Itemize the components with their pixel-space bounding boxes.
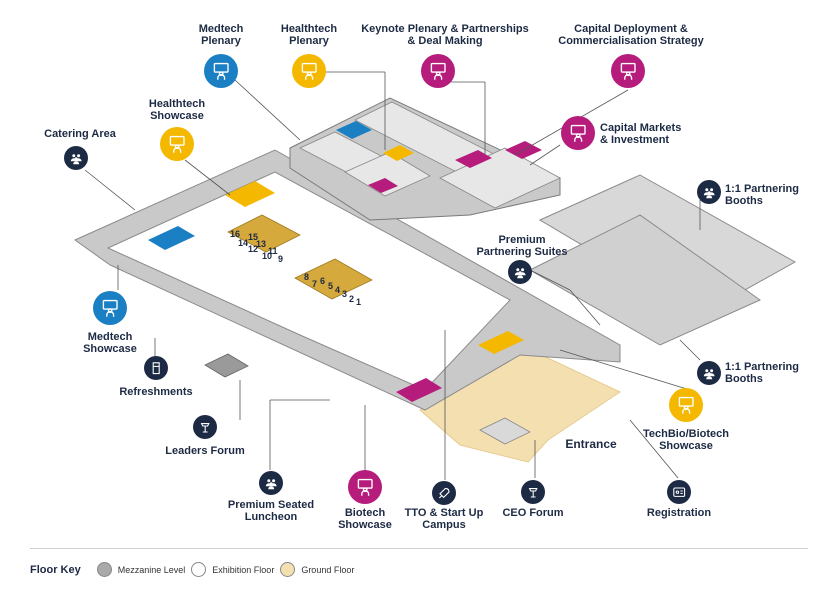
ceo-forum-label: CEO Forum bbox=[502, 507, 564, 519]
partnering-booths-bottom-icon bbox=[697, 361, 721, 385]
exhibition-swatch bbox=[191, 562, 207, 577]
floor-key-item-label: Exhibition Floor bbox=[212, 564, 275, 575]
registration-label: Registration bbox=[646, 507, 712, 519]
medtech-plenary-label: Medtech Plenary bbox=[198, 23, 244, 47]
mezzanine-swatch bbox=[96, 562, 112, 577]
partnering-booths-area-lower bbox=[528, 214, 762, 346]
booth-number: 10 bbox=[262, 251, 273, 261]
keynote-stage bbox=[455, 150, 492, 168]
capital-deployment-icon bbox=[611, 54, 645, 88]
booth-number: 11 bbox=[268, 246, 278, 256]
booth-number: 3 bbox=[342, 289, 348, 299]
booth-block-upper bbox=[227, 214, 301, 253]
booth-number: 14 bbox=[238, 238, 249, 248]
biotech-showcase-label: Biotech Showcase bbox=[338, 507, 392, 531]
booth-number: 2 bbox=[349, 294, 355, 304]
floor-key-title: Floor Key bbox=[30, 563, 81, 576]
catering-area-icon bbox=[64, 146, 88, 170]
ceo-forum-room bbox=[479, 417, 531, 445]
partnering-booths-bottom-label: 1:1 Partnering Booths bbox=[725, 361, 799, 385]
tto-campus-icon bbox=[432, 481, 456, 505]
booth-number: 6 bbox=[320, 276, 326, 286]
healthtech-plenary-label: Healthtech Plenary bbox=[280, 23, 338, 47]
refreshments-icon bbox=[144, 356, 168, 380]
booth-number: 13 bbox=[256, 239, 267, 249]
booth-number: 7 bbox=[312, 279, 318, 289]
booth-number: 15 bbox=[248, 232, 259, 242]
booth-number: 5 bbox=[328, 281, 334, 291]
booth-block-lower bbox=[294, 258, 373, 300]
refreshments-label: Refreshments bbox=[119, 386, 193, 398]
healthtech-showcase-stage bbox=[225, 181, 275, 207]
floor-key-item-label: Ground Floor bbox=[301, 564, 355, 575]
medtech-plenary-icon bbox=[204, 54, 238, 88]
registration-icon bbox=[667, 480, 691, 504]
floor-plan-map bbox=[74, 71, 797, 480]
premium-luncheon-label: Premium Seated Luncheon bbox=[227, 499, 315, 523]
partnering-booths-top-icon bbox=[697, 180, 721, 204]
medtech-showcase-stage bbox=[148, 226, 195, 250]
booth-number: 9 bbox=[278, 254, 284, 264]
healthtech-plenary-floor bbox=[344, 151, 431, 197]
leaders-forum-icon bbox=[193, 415, 217, 439]
tto-campus-label: TTO & Start Up Campus bbox=[404, 507, 484, 531]
booth-number: 4 bbox=[335, 285, 341, 295]
floor-key-item-label: Mezzanine Level bbox=[117, 564, 186, 575]
premium-luncheon-icon bbox=[259, 471, 283, 495]
keynote-plenary-label: Keynote Plenary & Partnerships & Deal Ma… bbox=[361, 23, 529, 47]
ceo-forum-icon bbox=[521, 480, 545, 504]
healthtech-plenary-icon bbox=[292, 54, 326, 88]
healthtech-showcase-icon bbox=[160, 127, 194, 161]
techbio-showcase-label: TechBio/Biotech Showcase bbox=[643, 428, 729, 452]
booth-number: 1 bbox=[356, 297, 362, 307]
keynote-plenary-icon bbox=[421, 54, 455, 88]
medtech-showcase-label: Medtech Showcase bbox=[83, 331, 137, 355]
biotech-showcase-icon bbox=[348, 470, 382, 504]
ground-swatch bbox=[280, 562, 296, 577]
footer-divider bbox=[30, 548, 808, 549]
leaders-forum-label: Leaders Forum bbox=[165, 445, 245, 457]
capital-markets-stage bbox=[368, 178, 398, 193]
booth-number: 12 bbox=[248, 244, 259, 254]
catering-area-label: Catering Area bbox=[44, 128, 116, 140]
refreshments-island bbox=[204, 353, 249, 378]
booth-number: 8 bbox=[304, 272, 310, 282]
premium-suites-label: Premium Partnering Suites bbox=[476, 234, 568, 258]
medtech-plenary-stage bbox=[336, 121, 372, 139]
premium-suites-icon bbox=[508, 260, 532, 284]
partnering-booths-top-label: 1:1 Partnering Booths bbox=[725, 183, 799, 207]
capital-deployment-label: Capital Deployment & Commercialisation S… bbox=[558, 23, 704, 47]
capital-markets-icon bbox=[561, 116, 595, 150]
entrance-label: Entrance bbox=[565, 437, 617, 451]
healthtech-plenary-stage bbox=[383, 145, 414, 161]
techbio-showcase-stage bbox=[478, 331, 524, 354]
medtech-showcase-icon bbox=[93, 291, 127, 325]
booth-number: 16 bbox=[230, 229, 241, 239]
capital-markets-label: Capital Markets & Investment bbox=[600, 122, 682, 146]
biotech-showcase-stage bbox=[396, 378, 442, 402]
healthtech-showcase-label: Healthtech Showcase bbox=[148, 98, 206, 122]
techbio-showcase-icon bbox=[669, 388, 703, 422]
floor-key: Floor Key Mezzanine Level Exhibition Flo… bbox=[30, 562, 354, 577]
